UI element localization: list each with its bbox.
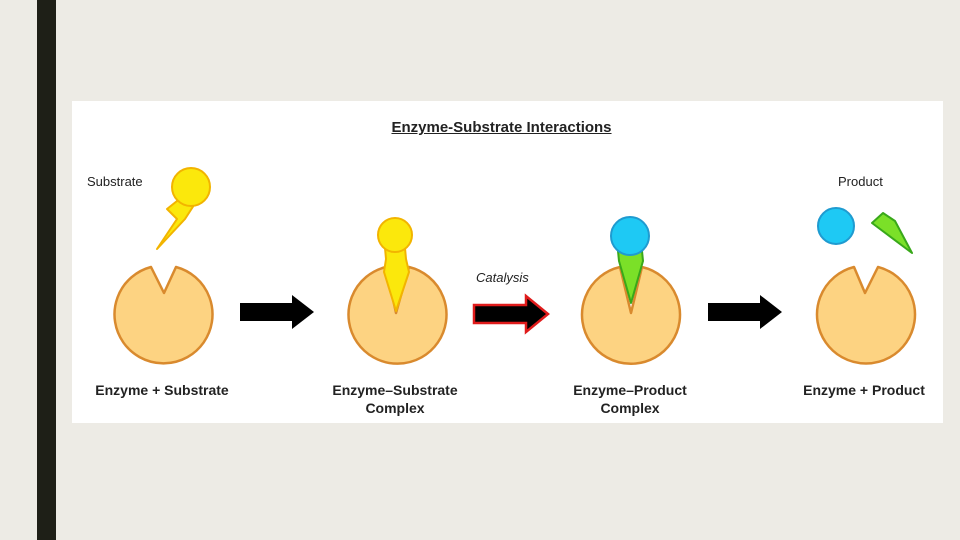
substrate-head-stage1	[171, 167, 211, 207]
product-circle-stage3	[610, 216, 650, 256]
substrate-label: Substrate	[87, 174, 143, 189]
enzyme-shape-stage1	[113, 265, 214, 365]
enzyme-shape-stage4	[815, 265, 917, 365]
arrow-stage1-to-2	[240, 295, 314, 329]
product-label: Product	[838, 174, 883, 189]
caption-stage1: Enzyme + Substrate	[72, 381, 252, 399]
diagram-panel: Enzyme-Substrate Interactions Substrate …	[72, 101, 943, 423]
enzyme-shape-stage2	[347, 265, 448, 365]
substrate-bound-stage2	[383, 247, 410, 312]
caption-stage1-text: Enzyme + Substrate	[95, 382, 229, 398]
product-circle-stage4	[817, 207, 855, 245]
caption-stage4: Enzyme + Product	[774, 381, 954, 399]
arrow-catalysis	[472, 293, 550, 335]
caption-stage3-line1: Enzyme–Product	[573, 382, 687, 398]
caption-stage3: Enzyme–Product Complex	[540, 381, 720, 417]
arrow-stage3-to-4	[708, 295, 782, 329]
slide-accent-bar	[37, 0, 56, 540]
diagram-title: Enzyme-Substrate Interactions	[391, 119, 612, 136]
product-wedge-stage4	[871, 212, 913, 254]
substrate-head-stage2	[377, 217, 413, 253]
enzyme-shape-stage3	[580, 265, 682, 365]
product-wedge-stage3	[617, 250, 644, 304]
catalysis-label: Catalysis	[476, 270, 529, 285]
caption-stage2: Enzyme–Substrate Complex	[305, 381, 485, 417]
caption-stage3-line2: Complex	[600, 400, 660, 416]
caption-stage2-line1: Enzyme–Substrate	[332, 382, 458, 398]
caption-stage2-line2: Complex	[365, 400, 425, 416]
enzyme-diagram-graphic	[113, 167, 917, 365]
caption-stage4-text: Enzyme + Product	[803, 382, 925, 398]
